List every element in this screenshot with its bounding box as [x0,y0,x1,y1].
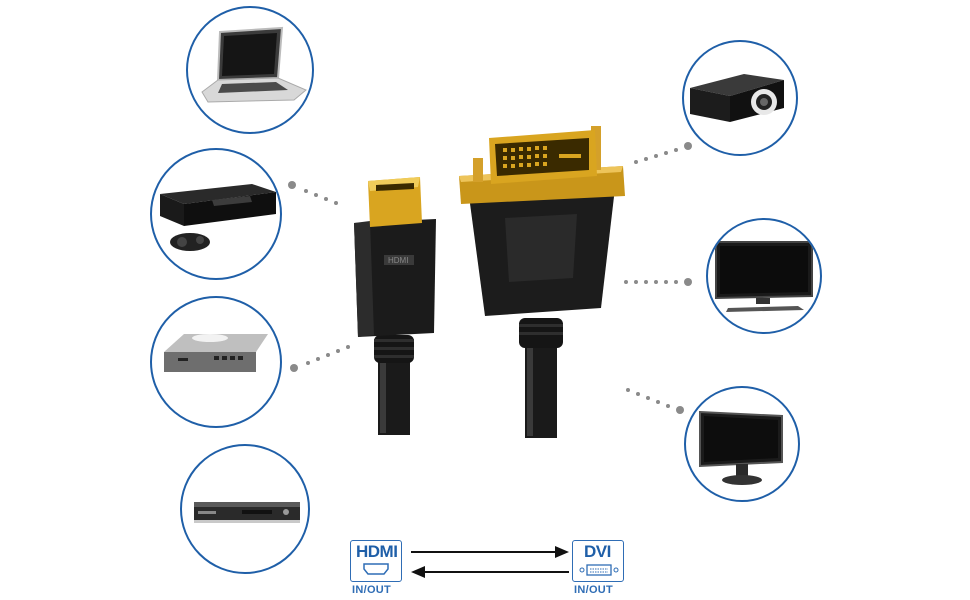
dvd-player-circle [180,444,310,574]
projector-icon [690,74,784,122]
svg-text:HDMI: HDMI [388,256,408,265]
game-console-circle [150,148,282,280]
monitor-circle [684,386,800,502]
dvi-connector [459,126,625,438]
tv-circle [706,218,822,334]
hdmi-connector: HDMI [354,177,436,435]
hdmi-port-icon [363,563,389,575]
game-console-icon [160,184,276,251]
dvd-player-icon [194,502,300,523]
dvi-port-icon [579,564,619,576]
hdmi-badge-title: HDMI [356,542,398,561]
laptop-circle [186,6,314,134]
bidirectional-arrows [411,546,569,578]
tv-icon [715,241,813,312]
dvi-badge-title: DVI [584,542,611,561]
dvi-io-label: IN/OUT [574,584,614,596]
mini-pc-icon [164,334,268,372]
laptop-icon [201,26,307,103]
dvi-badge: DVI [572,540,624,582]
monitor-icon [699,410,783,485]
hdmi-badge: HDMI [350,540,402,582]
projector-circle [682,40,798,156]
mini-pc-circle [150,296,282,428]
hdmi-io-label: IN/OUT [352,584,392,596]
